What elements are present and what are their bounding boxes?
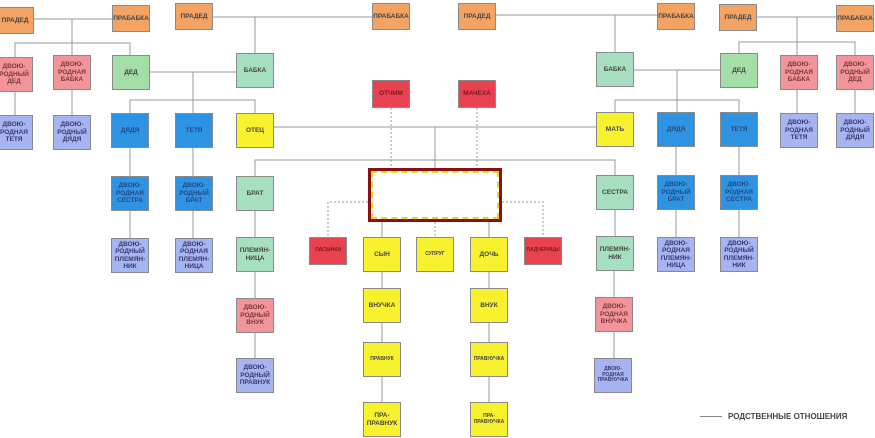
node-doch: ДОЧЬ <box>470 237 508 272</box>
node-dsR: ДВОЮ- РОДНАЯ СЕСТРА <box>720 175 758 210</box>
node-dtL: ДВОЮ- РОДНАЯ ТЕТЯ <box>0 115 33 150</box>
node-ddR: ДВОЮ- РОДНЫЙ ДЕД <box>836 55 874 90</box>
node-dpnkL: ДВОЮ- РОДНЫЙ ПЛЕМЯН- НИК <box>111 238 149 273</box>
node-pb4: ПРАБАБКА <box>836 5 874 32</box>
node-babR: БАБКА <box>596 52 634 87</box>
node-tetL: ТЕТЯ <box>175 113 213 148</box>
node-pd2: ПРАДЕД <box>175 3 213 30</box>
node-tetR: ТЕТЯ <box>720 112 758 147</box>
connector-8 <box>193 99 256 113</box>
node-dbR: ДВОЮ- РОДНАЯ БАБКА <box>780 55 818 90</box>
node-pd3: ПРАДЕД <box>458 3 496 30</box>
node-dtR: ДВОЮ- РОДНАЯ ТЕТЯ <box>780 113 818 148</box>
node-dyaL: ДЯДЯ <box>111 113 149 148</box>
node-dpnkR: ДВОЮ- РОДНЫЙ ПЛЕМЯН- НИК <box>720 237 758 272</box>
node-syn: СЫН <box>363 237 401 272</box>
node-dbrR: ДВОЮ- РОДНЫЙ БРАТ <box>657 175 695 210</box>
node-babL: БАБКА <box>236 53 274 88</box>
node-pb2: ПРАБАБКА <box>372 3 410 30</box>
node-pb1: ПРАБАБКА <box>112 5 150 32</box>
node-dbL: ДВОЮ- РОДНАЯ БАБКА <box>53 55 91 90</box>
node-pasynki: ПАСЫНКИ <box>309 237 347 265</box>
legend: РОДСТВЕННЫЕ ОТНОШЕНИЯ <box>700 412 847 421</box>
node-dpncR: ДВОЮ- РОДНАЯ ПЛЕМЯН- НИЦА <box>657 237 695 272</box>
node-dedL: ДЕД <box>112 55 150 90</box>
node-otec: ОТЕЦ <box>236 113 274 148</box>
node-vnuchka: ВНУЧКА <box>363 288 401 323</box>
node-dyaR: ДЯДЯ <box>657 112 695 147</box>
node-macheha: МАЧЕХА <box>458 80 496 108</box>
node-dsL: ДВОЮ- РОДНАЯ СЕСТРА <box>111 176 149 211</box>
node-otchim: ОТЧИМ <box>372 80 410 108</box>
node-ddyL: ДВОЮ- РОДНЫЙ ДЯДЯ <box>53 115 91 150</box>
dashed-connector-3 <box>502 201 544 237</box>
node-dpravnuk: ДВОЮ- РОДНЫЙ ПРАВНУК <box>236 358 274 393</box>
connector-19 <box>614 70 678 112</box>
node-pb3: ПРАБАБКА <box>657 3 695 30</box>
node-dpncL: ДВОЮ- РОДНАЯ ПЛЕМЯН- НИЦА <box>175 238 213 273</box>
node-dbrL: ДВОЮ- РОДНЫЙ БРАТ <box>175 176 213 211</box>
connector-7 <box>129 72 194 113</box>
dashed-connector-2 <box>327 201 368 237</box>
node-dedR: ДЕД <box>720 53 758 88</box>
connector-20 <box>677 99 740 112</box>
legend-label: РОДСТВЕННЫЕ ОТНОШЕНИЯ <box>728 412 848 421</box>
node-plemnik: ПЛЕМЯН- НИК <box>596 236 634 271</box>
connector-15 <box>738 17 798 53</box>
node-prapravnuk: ПРА- ПРАВНУК <box>363 402 401 437</box>
node-ddyR: ДВОЮ- РОДНЫЙ ДЯДЯ <box>836 113 874 148</box>
node-dvnuk: ДВОЮ- РОДНЫЙ ВНУК <box>236 298 274 333</box>
connector-1 <box>14 19 73 57</box>
node-pravnuchka: ПРАВНУЧКА <box>470 342 508 377</box>
connector-2 <box>72 42 131 55</box>
self-node <box>368 168 502 222</box>
node-pd4: ПРАДЕД <box>719 4 757 31</box>
node-dvnuchka: ДВОЮ- РОДНАЯ ВНУЧКА <box>595 297 633 332</box>
node-plemnica: ПЛЕМЯН- НИЦА <box>236 237 274 272</box>
node-brat: БРАТ <box>236 176 274 211</box>
connector-16 <box>797 41 856 55</box>
node-ddL: ДВОЮ- РОДНЫЙ ДЕД <box>0 57 33 92</box>
node-dpravnuchka: ДВОЮ- РОДНАЯ ПРАВНУЧКА <box>594 358 632 393</box>
node-pd1: ПРАДЕД <box>0 7 34 34</box>
node-prapravnuchka: ПРА- ПРАВНУЧКА <box>470 402 508 437</box>
node-vnuk: ВНУК <box>470 288 508 323</box>
legend-line <box>700 416 722 417</box>
node-sestra: СЕСТРА <box>596 175 634 210</box>
node-mat: МАТЬ <box>596 112 634 147</box>
node-suprug: СУПРУГ <box>416 237 454 272</box>
node-padcher: ПАДЧЕРИЦЫ <box>524 237 562 265</box>
node-pravnuk: ПРАВНУК <box>363 342 401 377</box>
